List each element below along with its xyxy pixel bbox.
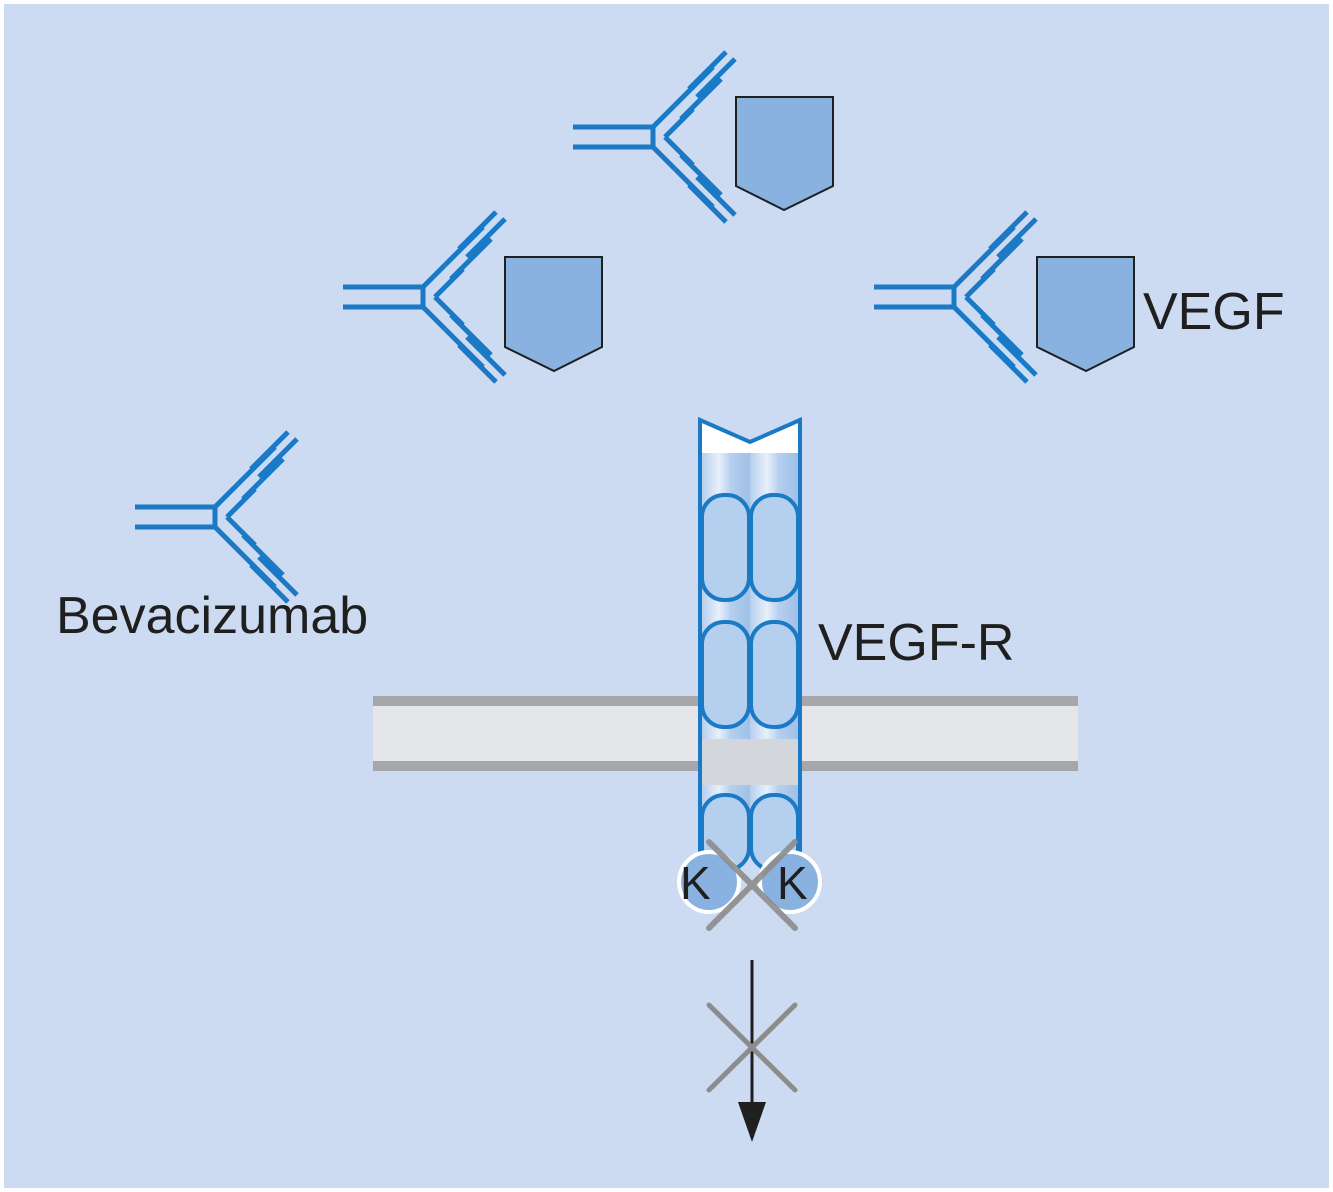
kinase-domain-right [758, 850, 822, 914]
cross-mark-icon [706, 1002, 798, 1093]
receptor-domain [749, 493, 800, 602]
receptor-domain [749, 620, 800, 729]
cross-mark-icon [706, 839, 798, 931]
antibody-vegf-complex-right [874, 212, 1135, 382]
receptor-domain [700, 620, 751, 729]
kinase-label-left: K [680, 857, 711, 909]
down-arrow-icon [738, 960, 766, 1142]
kinase-domain-left [677, 850, 741, 914]
antibody-vegf-complex-left [343, 212, 603, 382]
pentagon-vegf-icon [1036, 256, 1135, 373]
pentagon-vegf-icon [504, 256, 603, 373]
vegf-receptor-label: VEGF-R [818, 614, 1014, 672]
background-panel [4, 4, 1329, 1188]
receptor-domain [700, 493, 751, 602]
vegf-receptor: K K [677, 416, 822, 931]
pentagon-vegf-icon [735, 96, 834, 212]
kinase-label-right: K [777, 857, 808, 909]
antibody-vegf-complex-top [573, 52, 834, 222]
bevacizumab-label: Bevacizumab [56, 587, 368, 645]
vegf-label: VEGF [1143, 283, 1285, 341]
